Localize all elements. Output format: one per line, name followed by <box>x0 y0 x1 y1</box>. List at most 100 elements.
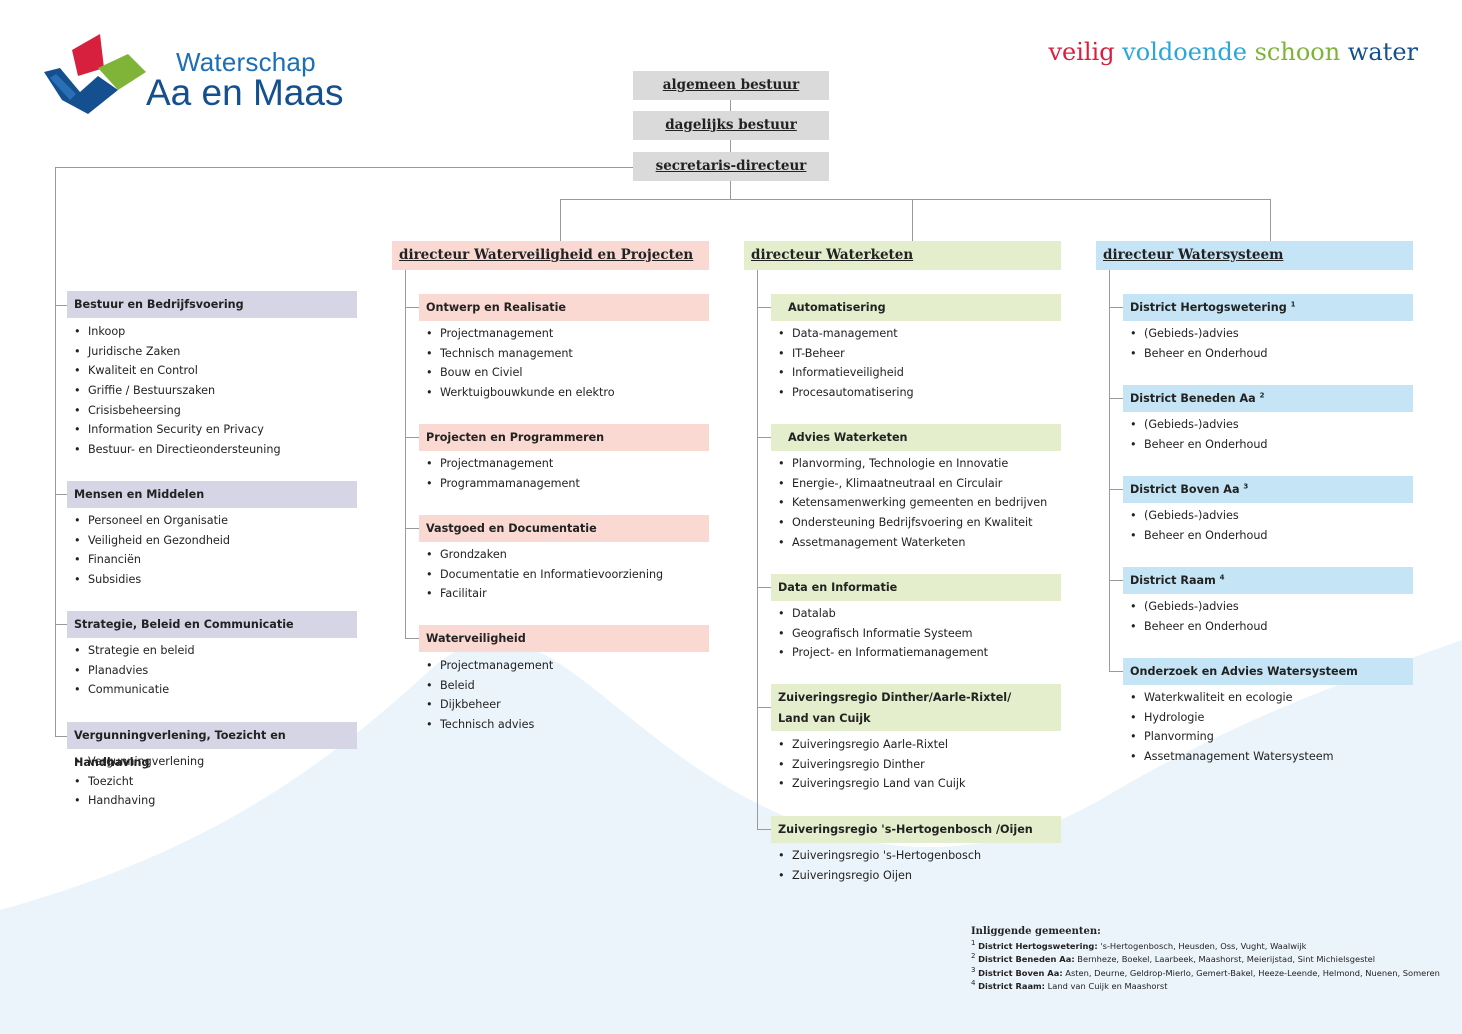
section-list: Personeel en Organisatie Veiligheid en G… <box>74 511 230 590</box>
box-algemeen-bestuur: algemeen bestuur <box>633 71 829 100</box>
section-list: (Gebieds-)advies Beheer en Onderhoud <box>1130 415 1268 454</box>
footnote-marker: 3 <box>1243 482 1249 491</box>
footnote-marker: 1 <box>1290 300 1296 309</box>
list-item: Projectmanagement <box>426 324 615 344</box>
list-item: Zuiveringsregio Dinther <box>778 755 966 775</box>
list-item: Assetmanagement Watersysteem <box>1130 747 1333 767</box>
list-item: Kwaliteit en Control <box>74 361 281 381</box>
section-list: Projectmanagement Programmamanagement <box>426 454 580 493</box>
section-title-text: District Boven Aa <box>1130 483 1240 496</box>
section-list: Data-management IT-Beheer Informatieveil… <box>778 324 914 403</box>
section-title-text: District Raam <box>1130 574 1216 587</box>
list-item: Waterkwaliteit en ecologie <box>1130 688 1333 708</box>
section-list: (Gebieds-)advies Beheer en Onderhoud <box>1130 597 1268 636</box>
director-title: directeur Waterveiligheid en Projecten <box>392 241 709 270</box>
list-item: Assetmanagement Waterketen <box>778 533 1047 553</box>
section-list: Grondzaken Documentatie en Informatievoo… <box>426 545 663 604</box>
list-item: Data-management <box>778 324 914 344</box>
list-item: Strategie en beleid <box>74 641 195 661</box>
section-list: Projectmanagement Technisch management B… <box>426 324 615 403</box>
footnote: 2 District Beneden Aa: Bernheze, Boekel,… <box>971 952 1376 965</box>
section-title-line: Zuiveringsregio Dinther/Aarle-Rixtel/ <box>778 691 1012 704</box>
list-item: Werktuigbouwkunde en elektro <box>426 383 615 403</box>
section-title: Advies Waterketen <box>771 424 1061 451</box>
list-item: Informatieveiligheid <box>778 363 914 383</box>
tagline-word: schoon <box>1254 38 1341 66</box>
list-item: Toezicht <box>74 772 204 792</box>
list-item: Beheer en Onderhoud <box>1130 435 1268 455</box>
logo-mark-icon <box>44 34 146 114</box>
section-title: Zuiveringsregio Dinther/Aarle-Rixtel/ La… <box>771 684 1061 731</box>
list-item: Beheer en Onderhoud <box>1130 344 1268 364</box>
list-item: Hydrologie <box>1130 708 1333 728</box>
list-item: Datalab <box>778 604 988 624</box>
section-title-text: District Hertogswetering <box>1130 301 1287 314</box>
section-title: Data en Informatie <box>771 574 1061 601</box>
footnote: 1 District Hertogswetering: 's-Hertogenb… <box>971 938 1307 951</box>
list-item: Griffie / Bestuurszaken <box>74 381 281 401</box>
section-list: Vergunningverlening Toezicht Handhaving <box>74 752 204 811</box>
logo-line1: Waterschap <box>176 47 316 77</box>
list-item: Geografisch Informatie Systeem <box>778 624 988 644</box>
list-item: Facilitair <box>426 584 663 604</box>
list-item: Zuiveringsregio Oijen <box>778 866 981 886</box>
section-title: Zuiveringsregio 's-Hertogenbosch /Oijen <box>771 816 1061 843</box>
section-list: Zuiveringsregio 's-Hertogenbosch Zuiveri… <box>778 846 981 885</box>
section-title: District Beneden Aa 2 <box>1123 385 1413 412</box>
list-item: (Gebieds-)advies <box>1130 415 1268 435</box>
section-title: Strategie, Beleid en Communicatie <box>67 611 357 638</box>
list-item: Technisch management <box>426 344 615 364</box>
footnote: 3 District Boven Aa: Asten, Deurne, Geld… <box>971 966 1440 978</box>
list-item: Zuiveringsregio 's-Hertogenbosch <box>778 846 981 866</box>
list-item: Beleid <box>426 676 553 696</box>
list-item: Project- en Informatiemanagement <box>778 643 988 663</box>
list-item: Bestuur- en Directieondersteuning <box>74 440 281 460</box>
list-item: (Gebieds-)advies <box>1130 324 1268 344</box>
section-title: Automatisering <box>771 294 1061 321</box>
section-title: Vastgoed en Documentatie <box>419 515 709 542</box>
list-item: Financiën <box>74 550 230 570</box>
box-secretaris-directeur: secretaris-directeur <box>633 152 829 181</box>
list-item: Inkoop <box>74 322 281 342</box>
list-item: Procesautomatisering <box>778 383 914 403</box>
tagline-word: veilig <box>1048 38 1115 66</box>
list-item: Planadvies <box>74 661 195 681</box>
section-title: Bestuur en Bedrijfsvoering <box>67 291 357 318</box>
list-item: Programmamanagement <box>426 474 580 494</box>
section-list: Zuiveringsregio Aarle-Rixtel Zuiveringsr… <box>778 735 966 794</box>
list-item: Handhaving <box>74 791 204 811</box>
list-item: Communicatie <box>74 680 195 700</box>
list-item: Personeel en Organisatie <box>74 511 230 531</box>
list-item: Bouw en Civiel <box>426 363 615 383</box>
list-item: Zuiveringsregio Land van Cuijk <box>778 774 966 794</box>
section-title: District Boven Aa 3 <box>1123 476 1413 503</box>
list-item: IT-Beheer <box>778 344 914 364</box>
list-item: Crisisbeheersing <box>74 401 281 421</box>
section-list: (Gebieds-)advies Beheer en Onderhoud <box>1130 506 1268 545</box>
section-list: Planvorming, Technologie en Innovatie En… <box>778 454 1047 552</box>
section-list: Strategie en beleid Planadvies Communica… <box>74 641 195 700</box>
section-title: Vergunningverlening, Toezicht en Handhav… <box>67 722 357 769</box>
footnote-marker: 4 <box>1219 573 1225 582</box>
section-title: Mensen en Middelen <box>67 481 357 508</box>
list-item: Dijkbeheer <box>426 695 553 715</box>
director-title: directeur Waterketen <box>744 241 1061 270</box>
footnotes-heading: Inliggende gemeenten: <box>971 926 1101 937</box>
list-item: Planvorming, Technologie en Innovatie <box>778 454 1047 474</box>
section-list: Datalab Geografisch Informatie Systeem P… <box>778 604 988 663</box>
section-title: Projecten en Programmeren <box>419 424 709 451</box>
list-item: Technisch advies <box>426 715 553 735</box>
tagline: veilig voldoende schoon water <box>1048 38 1418 66</box>
tagline-word: water <box>1347 38 1418 66</box>
list-item: Subsidies <box>74 570 230 590</box>
director-title: directeur Watersysteem <box>1096 241 1413 270</box>
list-item: Juridische Zaken <box>74 342 281 362</box>
tagline-word: voldoende <box>1122 38 1247 66</box>
section-title-text: District Beneden Aa <box>1130 392 1256 405</box>
section-list: (Gebieds-)advies Beheer en Onderhoud <box>1130 324 1268 363</box>
section-list: Inkoop Juridische Zaken Kwaliteit en Con… <box>74 322 281 460</box>
logo-line2: Aa en Maas <box>146 72 344 113</box>
section-title-line: Land van Cuijk <box>778 712 871 725</box>
list-item: Information Security en Privacy <box>74 420 281 440</box>
list-item: Beheer en Onderhoud <box>1130 617 1268 637</box>
